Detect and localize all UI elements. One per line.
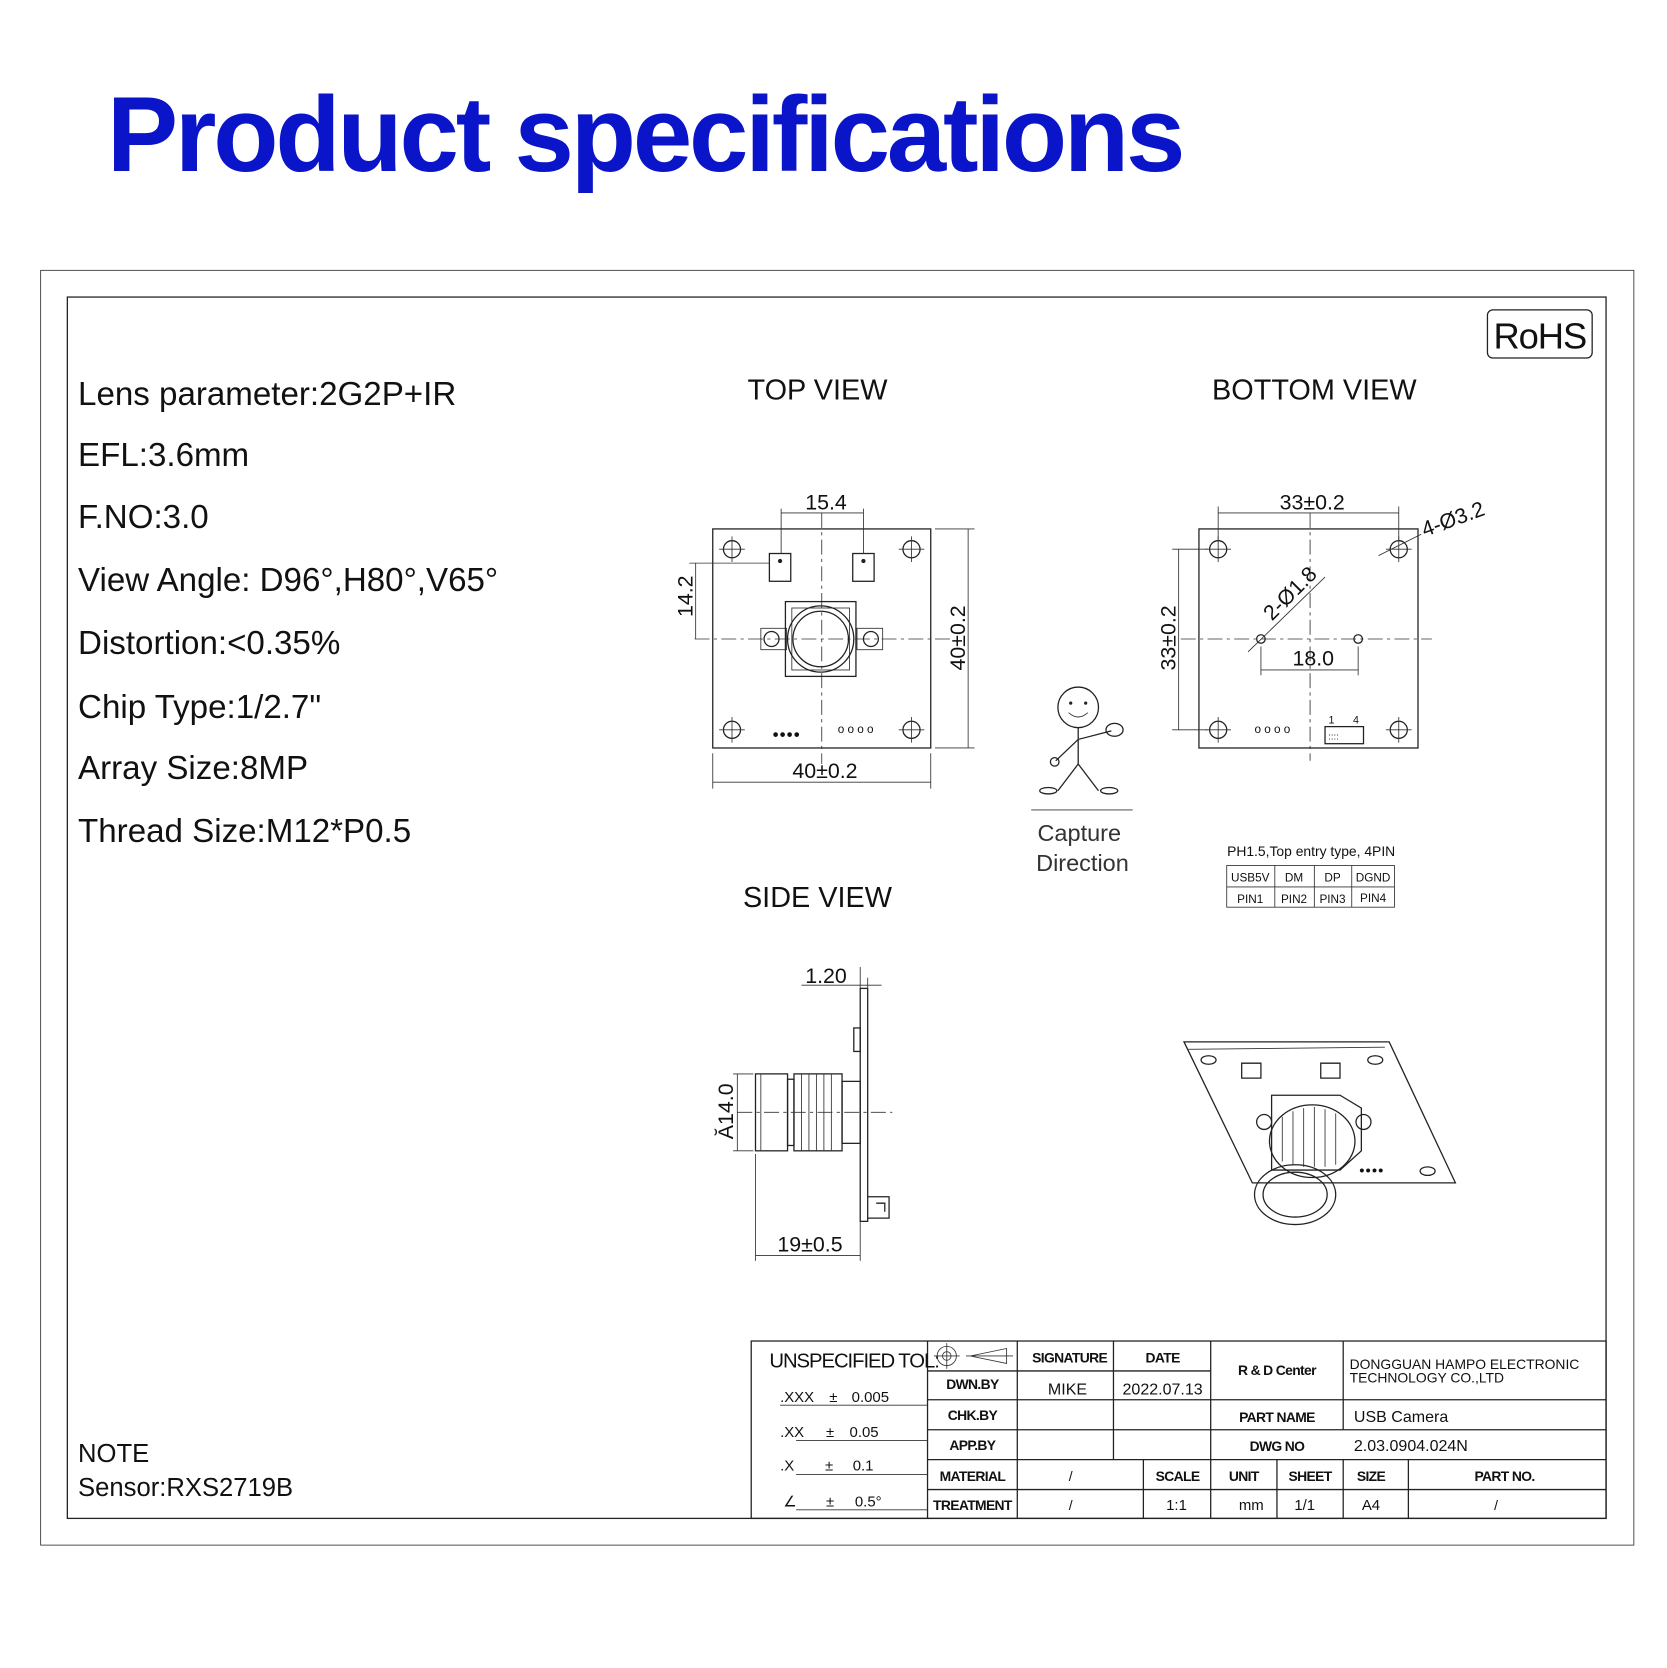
dim-small-holes: 2-Ø1.8 <box>1259 562 1322 625</box>
svg-text:••••: •••• <box>773 726 801 745</box>
dwn-by-date: 2022.07.13 <box>1123 1380 1203 1398</box>
isometric-view-drawing: •••• <box>1182 1041 1457 1226</box>
scale-value: 1:1 <box>1166 1497 1187 1514</box>
tol-value: 0.05 <box>850 1424 879 1441</box>
tolerance-title: UNSPECIFIED TOL: <box>769 1351 938 1373</box>
dwn-by-name: MIKE <box>1048 1380 1087 1398</box>
tol-pm: ± <box>829 1389 837 1406</box>
tol-pm: ± <box>826 1494 834 1511</box>
tol-key: .X <box>780 1457 794 1474</box>
rohs-label: RoHS <box>1493 315 1586 356</box>
spec-item: View Angle: D96°,H80°,V65° <box>78 562 498 599</box>
dim-width: 33±0.2 <box>1280 491 1345 515</box>
dim-pcb-thickness: 1.20 <box>805 964 847 988</box>
app-by-label: APP.BY <box>949 1437 996 1453</box>
dim-pad-offset: 14.2 <box>673 575 697 617</box>
spec-item: Chip Type:1/2.7" <box>78 689 321 726</box>
material-value: / <box>1069 1468 1073 1484</box>
top-view-drawing: •••• oooo 15.4 14.2 40±0.2 40±0.2 <box>673 491 975 789</box>
dim-height: 33±0.2 <box>1156 605 1180 670</box>
pin-signal: DM <box>1285 872 1303 885</box>
side-view-drawing: 1.20 19±0.5 Ă14.0 <box>713 964 893 1261</box>
pin-signal: USB5V <box>1231 872 1270 885</box>
spec-list: Lens parameter:2G2P+IR EFL:3.6mm F.NO:3.… <box>78 376 498 850</box>
dim-diameter: Ă14.0 <box>713 1083 738 1139</box>
unit-value: mm <box>1239 1497 1264 1514</box>
size-label: SIZE <box>1357 1468 1386 1484</box>
tol-value: 0.1 <box>853 1457 874 1474</box>
dim-holes: 4-Ø3.2 <box>1418 497 1488 542</box>
pin-number: PIN2 <box>1281 893 1307 906</box>
part-name-label: PART NAME <box>1239 1409 1315 1425</box>
bottom-view-label: BOTTOM VIEW <box>1212 375 1417 407</box>
note-label: NOTE <box>78 1440 149 1468</box>
dim-height: 40±0.2 <box>946 605 970 670</box>
bottom-view-drawing: oooo :::: 1 4 33±0.2 33±0.2 18.0 2-Ø1.8 … <box>1156 491 1488 761</box>
dim-small-spacing: 18.0 <box>1292 647 1334 671</box>
tol-pm: ± <box>826 1424 834 1441</box>
company-name-line1: DONGGUAN HAMPO ELECTRONIC <box>1350 1356 1580 1372</box>
pin-first-label: 1 <box>1328 714 1334 726</box>
dim-pad-spacing: 15.4 <box>805 491 847 515</box>
pin-last-label: 4 <box>1353 714 1359 726</box>
tol-key: .XXX <box>780 1389 814 1406</box>
unit-label: UNIT <box>1229 1468 1260 1484</box>
svg-text:••••: •••• <box>1359 1162 1384 1179</box>
mount-hole-icon <box>719 536 925 743</box>
part-name-value: USB Camera <box>1354 1408 1448 1426</box>
company-name-line2: TECHNOLOGY CO.,LTD <box>1350 1370 1504 1386</box>
dim-length: 19±0.5 <box>777 1232 842 1256</box>
treatment-label: TREATMENT <box>933 1497 1013 1513</box>
spec-item: Lens parameter:2G2P+IR <box>78 376 456 413</box>
spec-item: Distortion:<0.35% <box>78 625 340 662</box>
tol-value: 0.5° <box>855 1494 882 1511</box>
sheet-value: 1/1 <box>1294 1497 1315 1514</box>
capture-direction-figure-icon <box>1031 686 1133 811</box>
title-block: UNSPECIFIED TOL: .XXX ± 0.005 .XX ± 0.05… <box>750 1340 1607 1520</box>
note-sensor: Sensor:RXS2719B <box>78 1474 293 1502</box>
dim-width: 40±0.2 <box>792 759 857 783</box>
treatment-value: / <box>1069 1497 1073 1513</box>
signature-header: SIGNATURE <box>1032 1349 1107 1365</box>
tol-key: ∠ <box>783 1494 796 1511</box>
pin-signal: DGND <box>1356 872 1391 885</box>
spec-item: Array Size:8MP <box>78 750 308 787</box>
part-no-label: PART NO. <box>1474 1468 1534 1484</box>
rd-center-label: R & D Center <box>1238 1362 1317 1378</box>
tol-key: .XX <box>780 1424 804 1441</box>
tol-pm: ± <box>825 1457 833 1474</box>
spec-item: Thread Size:M12*P0.5 <box>78 813 411 850</box>
material-label: MATERIAL <box>940 1468 1007 1484</box>
spec-item: F.NO:3.0 <box>78 499 209 536</box>
dwn-by-label: DWN.BY <box>946 1376 1000 1392</box>
rohs-badge: RoHS <box>1486 309 1593 359</box>
size-value: A4 <box>1362 1497 1380 1514</box>
connector-caption: PH1.5,Top entry type, 4PIN <box>1227 843 1395 859</box>
projection-symbol-icon <box>933 1343 1014 1369</box>
capture-label: Capture <box>1037 820 1121 846</box>
pin-number: PIN3 <box>1319 893 1346 906</box>
dwg-no-value: 2.03.0904.024N <box>1354 1437 1468 1455</box>
pin-number: PIN4 <box>1360 892 1387 905</box>
part-no-value: / <box>1494 1497 1498 1513</box>
chk-by-label: CHK.BY <box>948 1407 999 1423</box>
outer-frame <box>40 269 1635 1546</box>
top-view-label: TOP VIEW <box>747 375 888 407</box>
page-title: Product specifications <box>107 74 1182 194</box>
mount-hole-icon <box>1205 536 1412 743</box>
svg-text:::::: :::: <box>1328 731 1339 742</box>
pinout-table: USB5V DM DP DGND PIN1 PIN2 PIN3 PIN4 <box>1226 865 1395 908</box>
sheet-label: SHEET <box>1289 1468 1333 1484</box>
date-header: DATE <box>1146 1349 1181 1365</box>
tol-value: 0.005 <box>852 1389 889 1406</box>
spec-item: EFL:3.6mm <box>78 437 249 474</box>
side-view-label: SIDE VIEW <box>743 882 893 914</box>
pin-signal: DP <box>1324 872 1340 885</box>
direction-label: Direction <box>1036 850 1129 876</box>
dwg-no-label: DWG NO <box>1250 1438 1306 1454</box>
scale-label: SCALE <box>1156 1468 1200 1484</box>
svg-text:oooo: oooo <box>838 723 877 736</box>
svg-text:oooo: oooo <box>1255 723 1294 736</box>
pin-number: PIN1 <box>1237 893 1263 906</box>
